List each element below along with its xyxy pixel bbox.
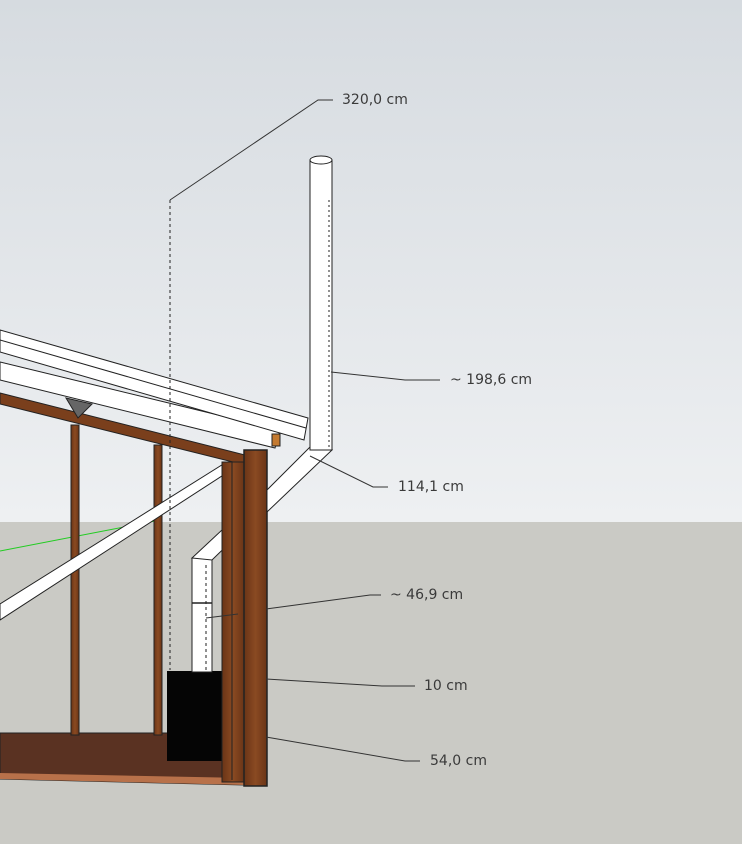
stove	[167, 671, 223, 761]
leader-line	[265, 678, 415, 687]
wall-post-front	[243, 449, 268, 787]
wall-post	[70, 424, 80, 736]
leader-line	[309, 455, 388, 488]
leader-line	[169, 99, 333, 201]
sky	[0, 0, 742, 522]
pipe-vertical-lower	[191, 557, 213, 673]
pipe-top	[309, 155, 333, 165]
dimension-label-54[interactable]: 54,0 cm	[430, 753, 487, 769]
ground	[0, 522, 742, 844]
dimension-label-320[interactable]: 320,0 cm	[342, 92, 408, 108]
leader-line	[205, 613, 239, 619]
gutter-clip	[271, 433, 281, 447]
roof-top	[0, 329, 309, 441]
dimension-label-198[interactable]: ~ 198,6 cm	[450, 372, 533, 388]
roof-lower	[0, 361, 281, 449]
leader-line	[330, 371, 440, 381]
wall-post-front-inner	[221, 461, 245, 783]
wall-post	[153, 444, 163, 736]
dimension-label-10[interactable]: 10 cm	[424, 678, 468, 694]
roof-line	[0, 339, 307, 429]
dimension-label-46[interactable]: ~ 46,9 cm	[390, 587, 464, 603]
leader-line	[265, 594, 381, 610]
floor-edge	[0, 773, 245, 785]
roof-bracket	[64, 397, 93, 419]
dimension-label-114[interactable]: 114,1 cm	[398, 479, 464, 495]
leader-line	[265, 736, 420, 762]
